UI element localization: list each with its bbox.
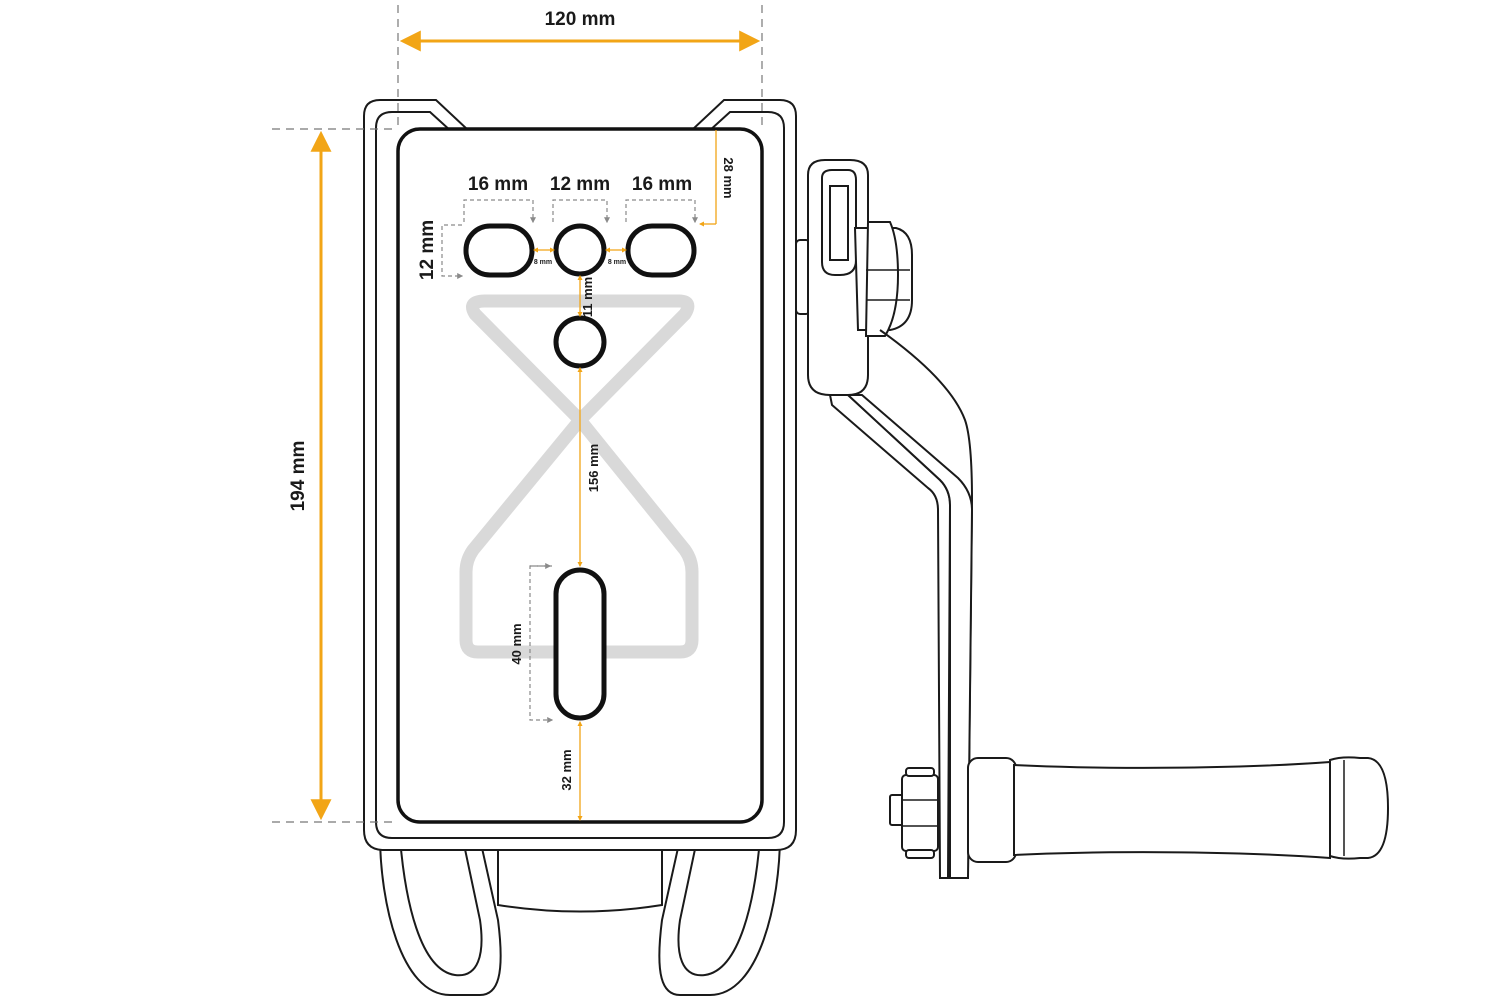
slot-right bbox=[625, 223, 697, 278]
hole-top-center bbox=[553, 223, 607, 277]
hole-center-width-label: 12 mm bbox=[550, 174, 610, 195]
mounting-holes bbox=[463, 223, 697, 721]
gap-right-label: 8 mm bbox=[608, 259, 626, 266]
center-span-label: 156 mm bbox=[586, 444, 601, 492]
height-dimension: 194 mm bbox=[272, 128, 398, 823]
gap-dimensions: 8 mm 8 mm bbox=[532, 247, 628, 266]
slot-height-dimension: 12 mm bbox=[417, 220, 464, 280]
top-offset-label: 28 mm bbox=[721, 157, 736, 198]
slot-long bbox=[553, 567, 607, 721]
hole-spacing-dimension: 11 mm bbox=[577, 274, 595, 317]
hourglass-guide bbox=[459, 294, 699, 659]
top-offset-dimension: 28 mm bbox=[698, 130, 736, 227]
hole-middle bbox=[553, 315, 607, 369]
hole-spacing-label: 11 mm bbox=[580, 277, 595, 317]
crank-handle bbox=[795, 159, 1390, 879]
long-slot-label: 40 mm bbox=[509, 623, 524, 664]
width-label: 120 mm bbox=[545, 9, 616, 30]
bottom-offset-dimension: 32 mm bbox=[559, 720, 583, 822]
gap-left-label: 8 mm bbox=[534, 259, 552, 266]
bottom-offset-label: 32 mm bbox=[559, 749, 574, 790]
top-width-dimensions: 16 mm 12 mm 16 mm bbox=[463, 174, 698, 224]
slot-left-width-label: 16 mm bbox=[468, 174, 528, 195]
slot-height-label: 12 mm bbox=[417, 220, 438, 280]
width-dimension: 120 mm bbox=[397, 5, 763, 130]
slot-right-width-label: 16 mm bbox=[632, 174, 692, 195]
height-label: 194 mm bbox=[288, 441, 309, 512]
roller-assembly bbox=[378, 819, 782, 996]
slot-left bbox=[463, 223, 535, 278]
long-slot-dimension: 40 mm bbox=[509, 563, 554, 723]
center-span-dimension: 156 mm bbox=[577, 366, 601, 568]
